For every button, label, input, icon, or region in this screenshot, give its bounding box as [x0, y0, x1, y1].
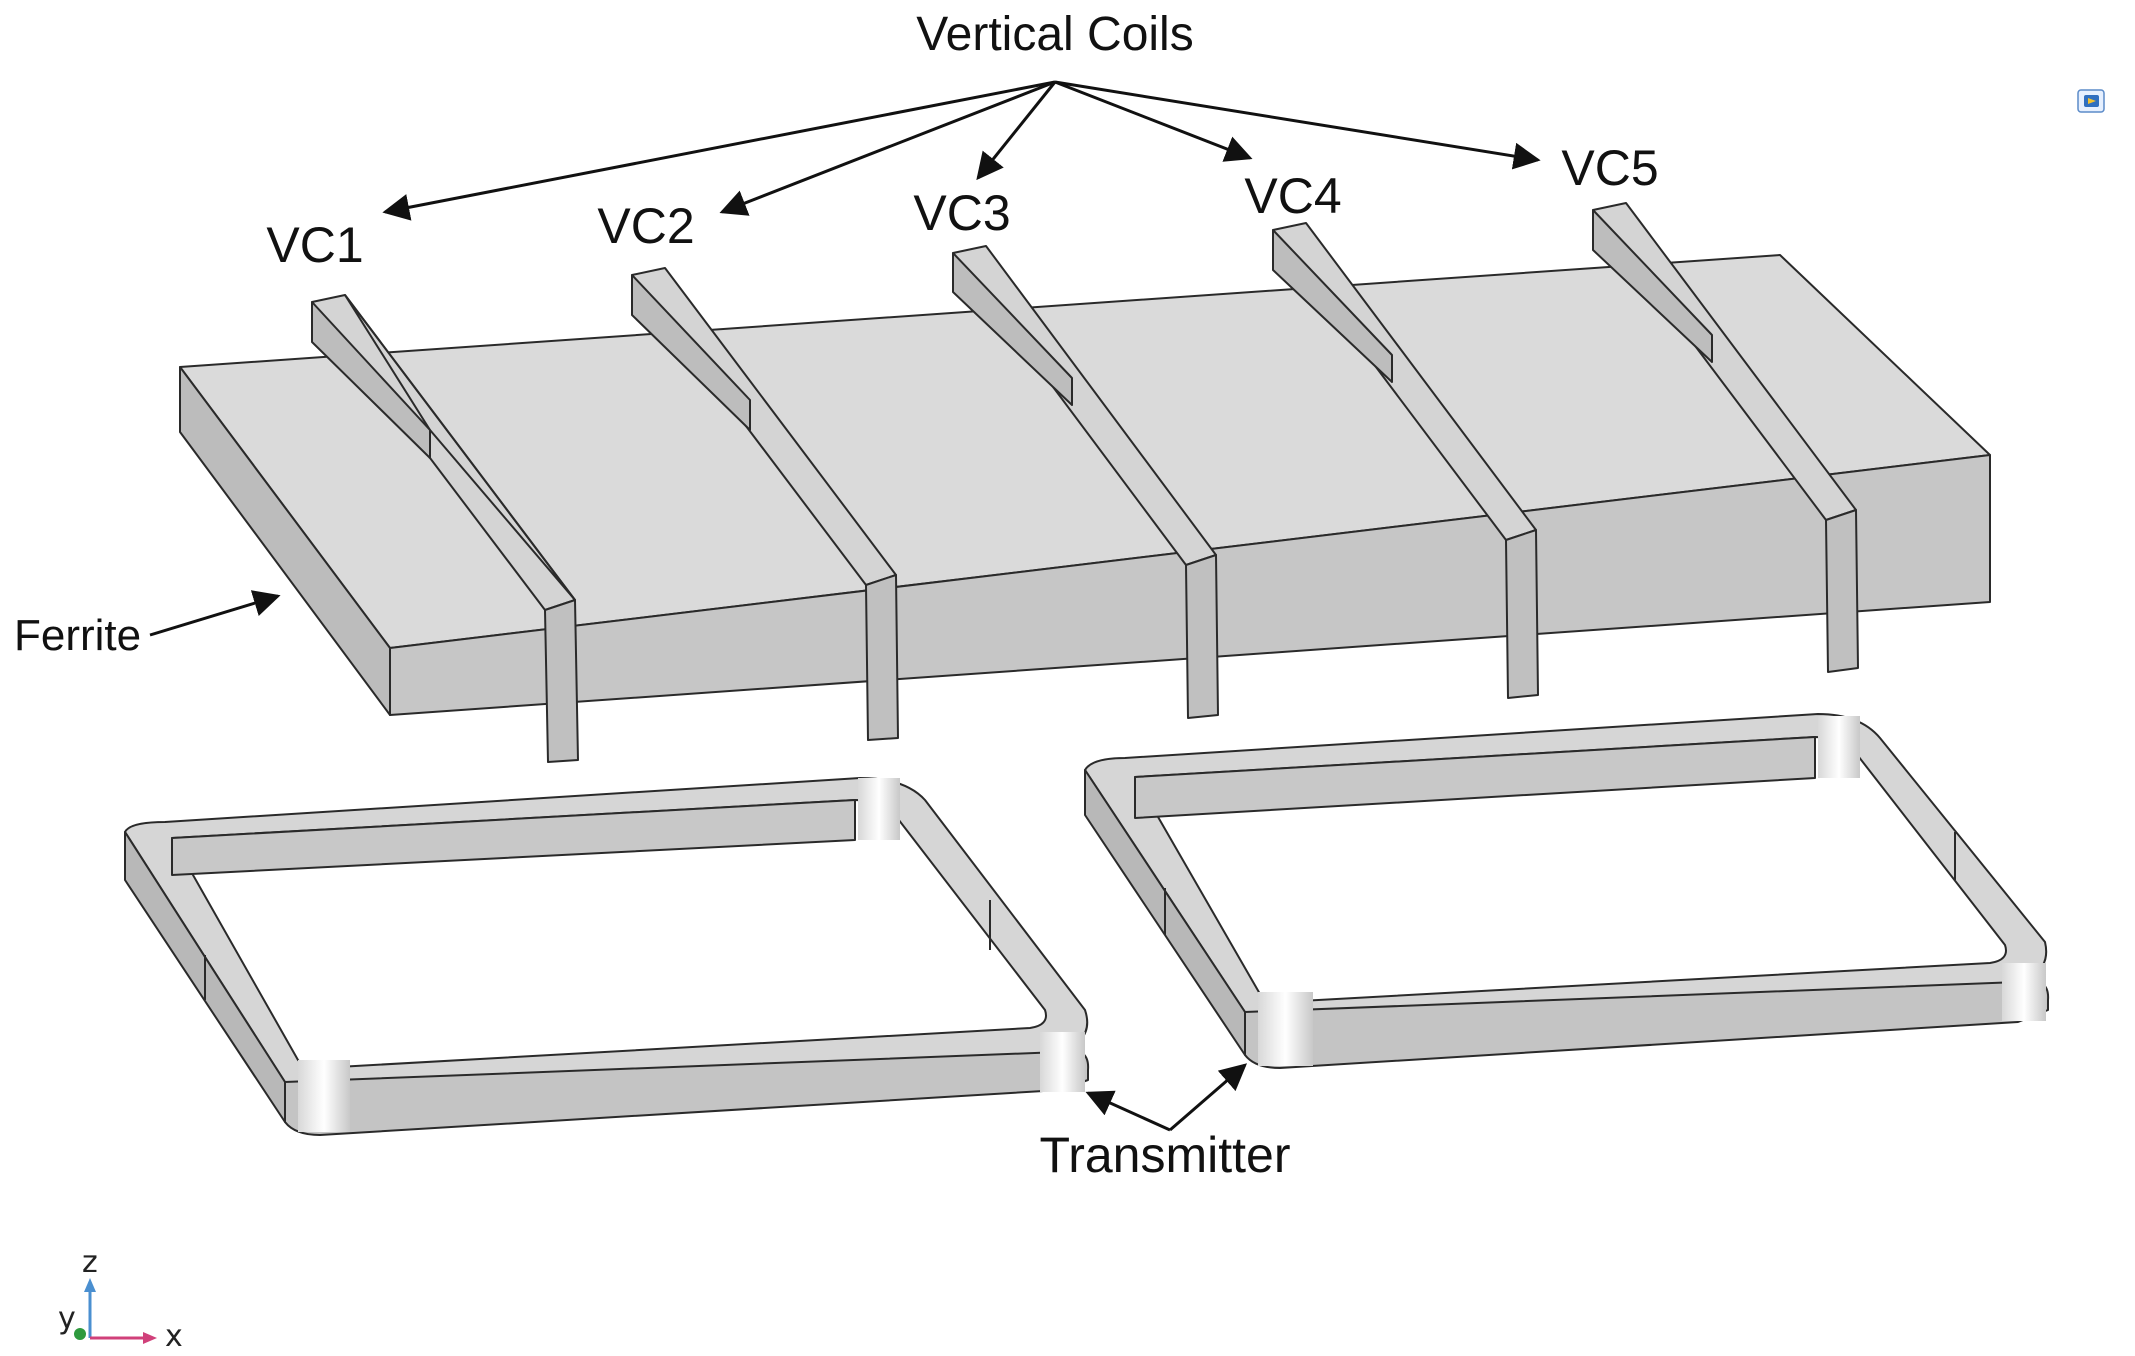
arrow-ferrite	[149, 590, 281, 637]
arrow-transmitter-right	[1169, 1063, 1248, 1132]
arrow-vc4	[1054, 80, 1253, 162]
arrow-vc1	[382, 80, 1056, 221]
ferrite-label: Ferrite	[14, 611, 141, 660]
axis-z-label: z	[82, 1245, 98, 1280]
coil-label-vc2: VC2	[597, 198, 694, 254]
arrow-vc5	[1054, 80, 1541, 170]
axis-x-arrowhead	[143, 1332, 157, 1344]
axis-y-label: y	[58, 1301, 76, 1336]
axis-x-label: x	[165, 1319, 183, 1354]
coil-label-vc1: VC1	[266, 217, 363, 273]
arrow-vc3	[976, 81, 1057, 181]
vertical-coil-4	[1272, 222, 1539, 699]
coil-label-vc3: VC3	[913, 185, 1010, 241]
transmitter-label: Transmitter	[1040, 1127, 1291, 1183]
arrow-vc2	[719, 80, 1056, 216]
axis-z-arrowhead	[84, 1278, 96, 1292]
vertical-coil-3	[952, 245, 1219, 719]
transmitter-coil-left	[124, 777, 1090, 1136]
vertical-coil-1	[311, 294, 579, 763]
vertical-coils-title: Vertical Coils	[916, 8, 1193, 61]
vertical-coil-5	[1592, 202, 1859, 673]
coil-label-vc4: VC4	[1244, 168, 1341, 224]
vertical-coil-2	[631, 267, 899, 741]
axis-triad: z y x	[58, 1245, 183, 1354]
transmitter-coil-right	[1084, 713, 2050, 1069]
annotation-arrows	[149, 80, 1541, 1132]
view-toggle-icon[interactable]	[2077, 89, 2105, 113]
axis-y-dot	[74, 1328, 86, 1340]
coil-label-vc5: VC5	[1561, 140, 1658, 196]
arrow-transmitter-left	[1085, 1090, 1171, 1132]
